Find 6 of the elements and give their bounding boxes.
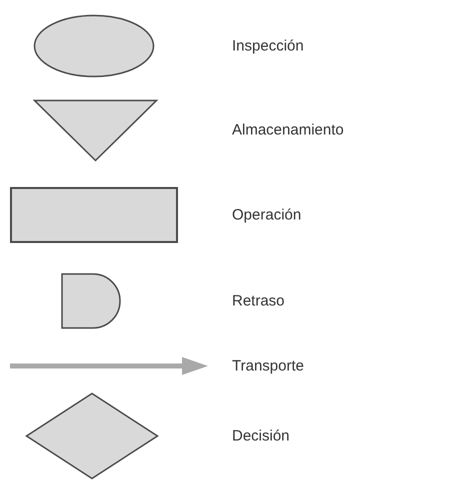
legend-label: Retraso bbox=[232, 292, 285, 310]
legend-label: Inspección bbox=[232, 38, 304, 54]
legend-label: Transporte bbox=[232, 358, 304, 374]
legend-label: Operación bbox=[232, 206, 302, 224]
legend-label: Decisión bbox=[232, 428, 290, 444]
legend-label: Almacenamiento bbox=[232, 122, 344, 138]
